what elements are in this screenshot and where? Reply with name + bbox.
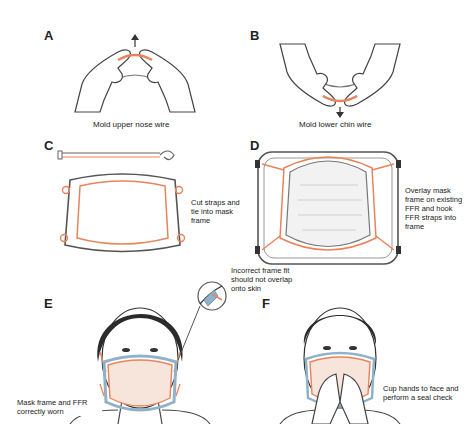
panel-a-art — [75, 34, 195, 112]
strap-tie — [63, 187, 70, 194]
ffr-mask — [108, 360, 172, 406]
strap-end — [58, 151, 62, 159]
hand — [312, 374, 340, 424]
hook — [255, 160, 260, 168]
ffr-edge — [280, 157, 376, 250]
panel-letter: C — [44, 138, 53, 154]
head — [304, 308, 376, 408]
panel-letter: A — [44, 28, 53, 44]
strap-tie — [61, 235, 68, 242]
strap-tie — [176, 187, 183, 194]
frame-inner — [77, 181, 168, 244]
mask-frame — [104, 356, 176, 410]
caption: Mold upper nose wire — [92, 120, 204, 130]
panel-letter: E — [44, 296, 53, 312]
caption: Cut straps and tie into mask frame — [190, 198, 248, 225]
caption: Overlay mask frame on existing FFR and h… — [404, 186, 470, 231]
eye — [349, 346, 357, 350]
leader-line — [178, 306, 200, 360]
shoulders — [280, 410, 400, 424]
arrow-head — [336, 112, 344, 118]
eye — [150, 348, 158, 352]
panel-letter: B — [250, 28, 259, 44]
panel-f-art — [280, 308, 400, 424]
ffr-strap — [262, 164, 394, 250]
panel-d-art — [255, 152, 401, 264]
ffr-mask — [286, 161, 370, 247]
hand — [340, 374, 368, 424]
arrow-head — [131, 34, 139, 40]
eye — [323, 346, 331, 350]
chin-wire — [323, 96, 357, 101]
caption: Cup hands to face and perform a seal che… — [382, 384, 464, 402]
mask-frame — [65, 174, 180, 252]
hook — [396, 160, 401, 168]
caption: Mold lower chin wire — [298, 120, 410, 130]
caption: Incorrect frame fit should not overlap o… — [230, 266, 304, 293]
nose-wire — [118, 55, 152, 60]
panel-c-art — [58, 151, 185, 252]
frame-piece — [204, 290, 218, 306]
caption: Mask frame and FFR correctly worn — [16, 398, 102, 416]
strap-curl — [160, 151, 174, 160]
ffr-piece — [212, 294, 222, 300]
mask-mesh — [298, 185, 362, 230]
hair — [304, 315, 376, 345]
frame-inner — [264, 158, 392, 258]
eye — [122, 348, 130, 352]
strap — [62, 152, 160, 153]
panel-letter: D — [250, 138, 259, 154]
panel-letter: F — [262, 296, 270, 312]
mask-frame — [258, 152, 398, 264]
strap — [62, 156, 160, 157]
panel-b-art — [280, 44, 400, 118]
hook — [396, 246, 401, 254]
strap-tie — [178, 235, 185, 242]
hook — [255, 246, 260, 254]
callout-circle — [198, 282, 226, 310]
